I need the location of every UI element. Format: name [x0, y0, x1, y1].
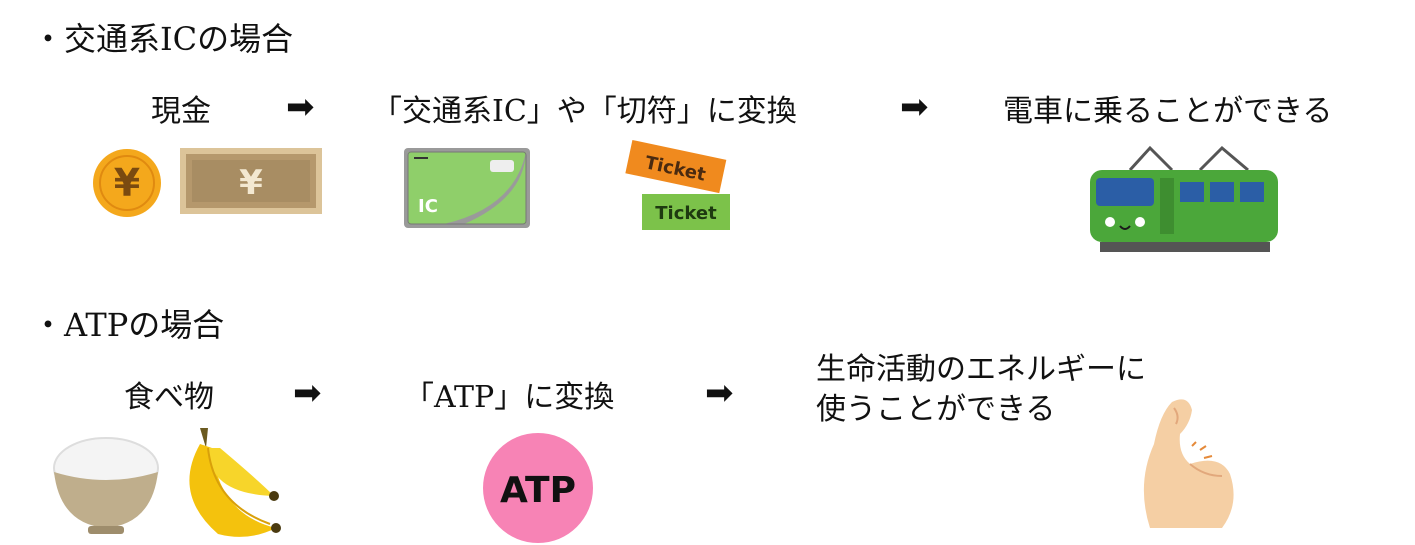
ticket2-text: Ticket	[655, 203, 717, 224]
atp-circle-text: ATP	[500, 470, 576, 511]
banana-icon	[189, 428, 281, 537]
heading-atp: ・ATPの場合	[32, 306, 225, 344]
label-cash: 現金	[151, 94, 211, 129]
arrow-icon: ➡	[286, 87, 315, 127]
arrow-icon: ➡	[900, 87, 929, 127]
arrow-icon: ➡	[293, 373, 322, 413]
label-convert-atp: 「ATP」に変換	[404, 380, 615, 415]
arrow-icon: ➡	[705, 373, 734, 413]
bill-yen-text: ¥	[239, 163, 263, 203]
label-food: 食べ物	[124, 380, 214, 415]
ic-card-icon: IC	[404, 148, 530, 228]
heading-ic: ・交通系ICの場合	[32, 20, 294, 58]
ticket-icon: Ticket Ticket	[625, 139, 730, 230]
label-ride-train: 電車に乗ることができる	[1003, 94, 1333, 129]
label-energy-line2: 使うことができる	[816, 392, 1056, 427]
coin-icon: ¥	[93, 149, 161, 217]
ic-card-text: IC	[418, 196, 438, 217]
banknote-icon: ¥	[180, 148, 322, 214]
train-icon	[1090, 145, 1278, 252]
label-energy-line1: 生命活動のエネルギーに	[816, 352, 1146, 387]
flexed-arm-icon	[1143, 399, 1234, 528]
atp-circle-icon: ATP	[483, 433, 593, 543]
coin-yen-text: ¥	[114, 161, 140, 205]
rice-bowl-icon	[53, 437, 159, 534]
label-energy: 生命活動のエネルギーに 使うことができる	[816, 350, 1146, 430]
label-convert-ic: 「交通系IC」や「切符」に変換	[372, 94, 797, 129]
